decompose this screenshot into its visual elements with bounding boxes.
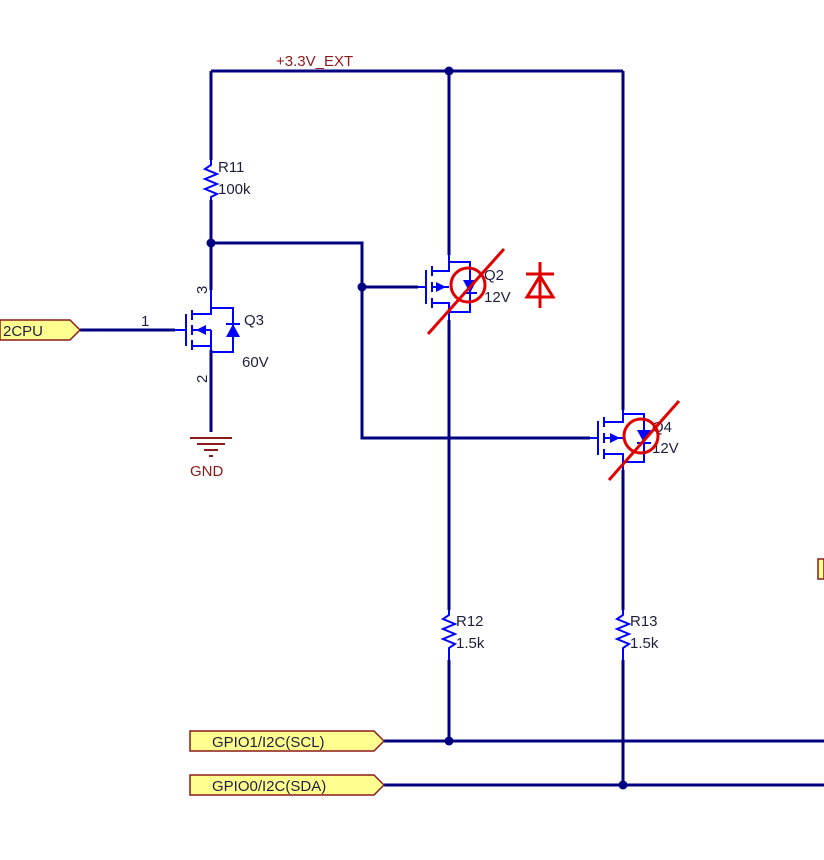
junction-dot (444, 736, 454, 746)
r12-ref: R12 (456, 613, 484, 630)
port-scl[interactable]: GPIO1/I2C(SCL) (189, 730, 386, 752)
q2-value: 12V (484, 289, 511, 306)
junction-dot (357, 282, 367, 292)
wires (80, 69, 824, 787)
port-left-input-label: 2CPU (3, 323, 43, 340)
r11-ref: R11 (218, 159, 244, 176)
gate-bus-wire (211, 241, 590, 440)
resistor-r12[interactable]: R12 1.5k (440, 610, 485, 660)
port-scl-label: GPIO1/I2C(SCL) (212, 734, 325, 751)
r12-value: 1.5k (456, 635, 485, 652)
q2-ref: Q2 (484, 267, 504, 284)
supply-net-label: +3.3V_EXT (276, 53, 353, 70)
junctions (206, 66, 628, 790)
resistor-icon (440, 610, 458, 660)
q3-ref: Q3 (244, 312, 264, 329)
red-cross-icon (607, 400, 681, 481)
port-sda-label: GPIO0/I2C(SDA) (212, 778, 326, 795)
q3-value: 60V (242, 354, 269, 371)
port-left-input[interactable]: 2CPU (0, 319, 82, 341)
mosfet-q3[interactable]: Q3 60V 1 2 3 (141, 286, 269, 383)
q3-pin-drain: 3 (194, 286, 211, 294)
r13-ref: R13 (630, 613, 658, 630)
resistor-icon (614, 610, 632, 660)
ground-symbol: GND (190, 437, 232, 480)
mosfet-q2[interactable]: Q2 12V (418, 248, 511, 335)
ground-net-label: GND (190, 463, 224, 480)
port-right-edge[interactable] (817, 558, 824, 580)
r13-value: 1.5k (630, 635, 659, 652)
resistor-icon (202, 160, 220, 200)
junction-dot (206, 238, 216, 248)
q3-pin-source: 2 (194, 375, 211, 383)
red-cross-icon (426, 248, 506, 335)
body-diode-icon (226, 324, 240, 337)
resistor-r13[interactable]: R13 1.5k (614, 610, 659, 660)
port-sda[interactable]: GPIO0/I2C(SDA) (189, 774, 386, 796)
resistor-r11[interactable]: R11 100k (202, 159, 251, 200)
r11-value: 100k (218, 181, 251, 198)
q4-value: 12V (652, 440, 679, 457)
diode-icon (524, 262, 556, 308)
body-diode-icon (637, 430, 651, 443)
mosfet-q4[interactable]: Q4 12V (590, 400, 681, 481)
junction-dot (444, 66, 454, 76)
q3-pin-gate: 1 (141, 313, 149, 330)
junction-dot (618, 780, 628, 790)
